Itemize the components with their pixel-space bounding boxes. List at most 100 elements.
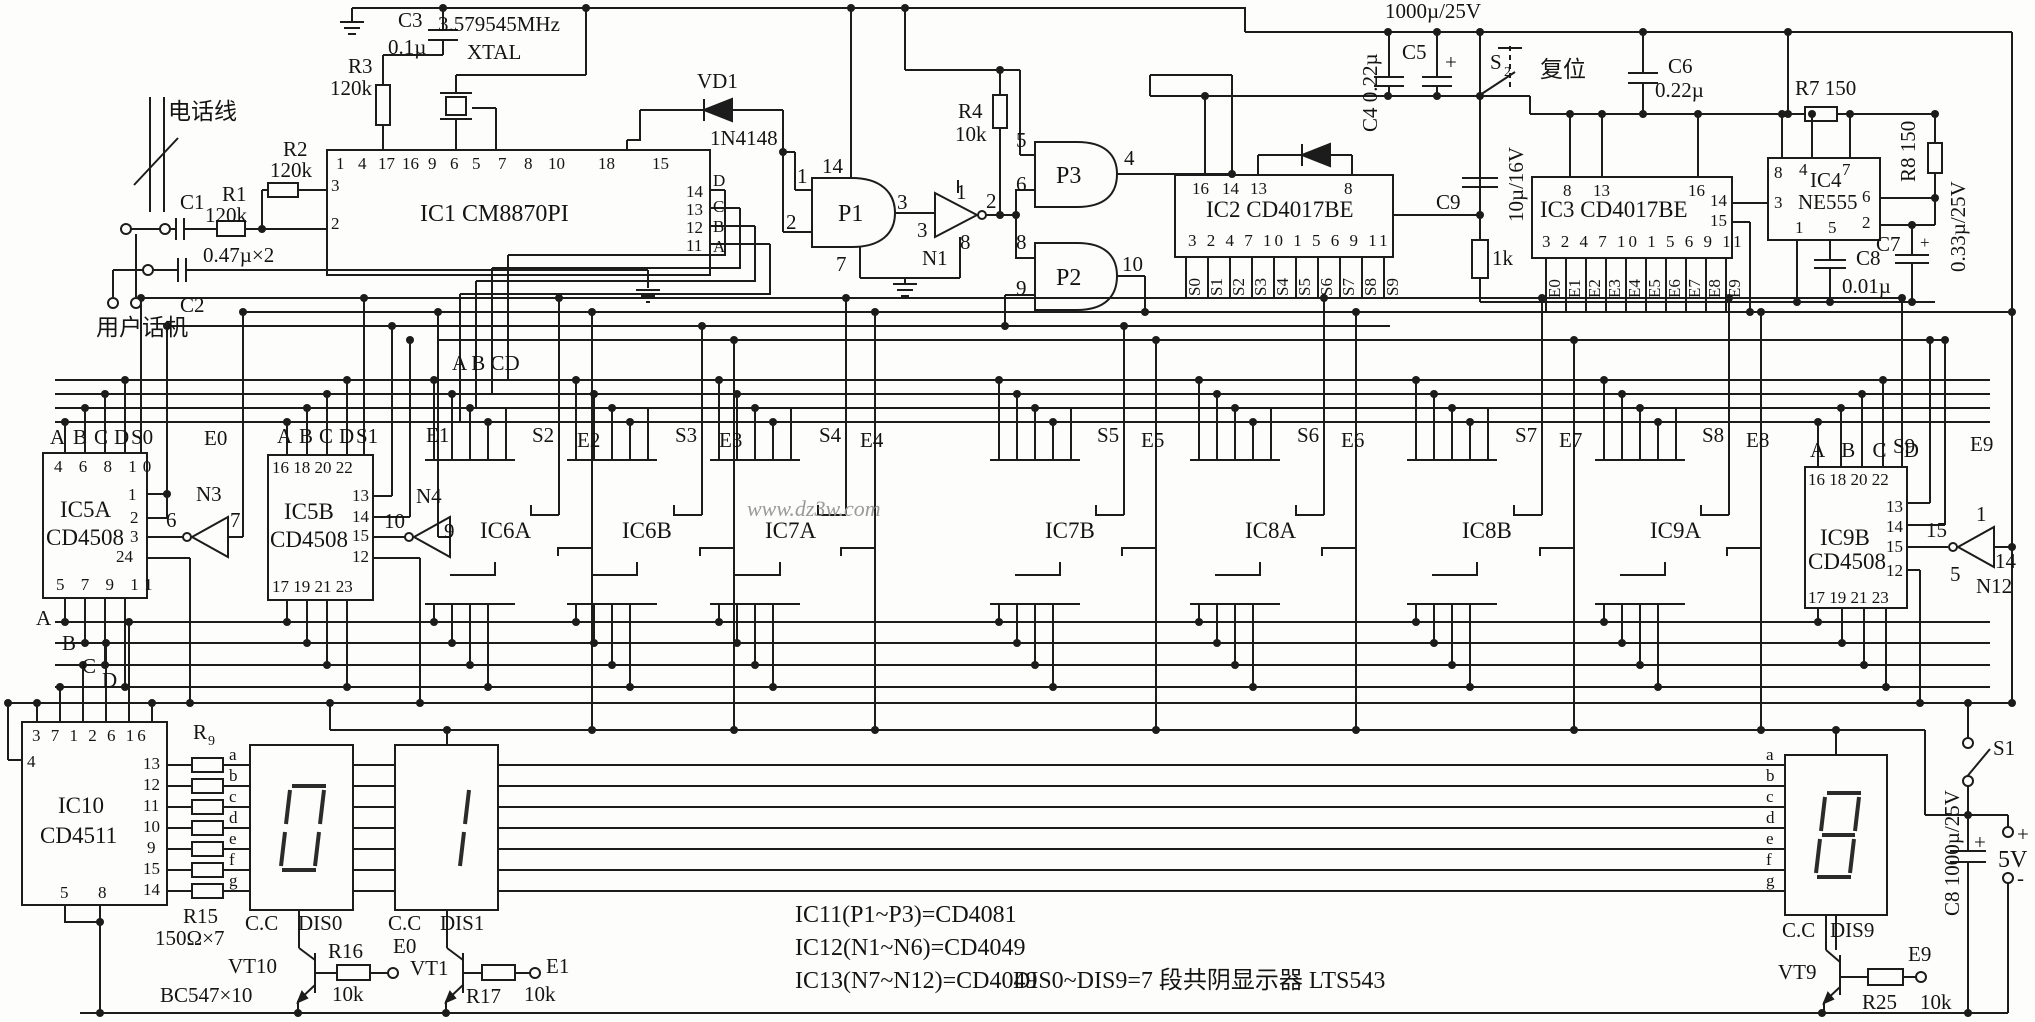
e4-label: E4 — [860, 428, 884, 452]
e9-terminal[interactable] — [1915, 971, 1927, 983]
n1-in: 3 — [917, 218, 928, 242]
ic1-box — [326, 149, 711, 276]
bottom-wires — [7, 622, 2009, 1014]
r25-value: 10k — [1920, 990, 1952, 1014]
seven-segment-digits — [279, 784, 1861, 879]
r15-value: 150Ω×7 — [155, 926, 225, 950]
s1-ref[interactable]: S1 — [1993, 736, 2016, 760]
ic2-s1: S1 — [1207, 278, 1226, 296]
crystal — [445, 96, 467, 116]
supply-5v: 5V — [1998, 847, 2028, 873]
seg-b-left: b — [229, 766, 238, 785]
e0-terminal[interactable] — [387, 967, 399, 979]
ic3-e7: E7 — [1685, 279, 1704, 298]
e2-label: E2 — [577, 428, 601, 452]
n12-name: N12 — [1976, 574, 2013, 598]
r7-label: R7 150 — [1795, 76, 1857, 100]
seg-f-right: f — [1766, 850, 1772, 869]
ic5b-s1: S1 — [356, 424, 379, 448]
c7-plus: + — [1920, 233, 1930, 252]
ic10-top-pins: 3 7 1 2 6 16 — [32, 726, 149, 745]
r4-ref: R4 — [958, 99, 983, 123]
supply-plus-terminal[interactable] — [2002, 826, 2014, 838]
section-ic9a — [1595, 298, 1762, 730]
e8-label: E8 — [1746, 428, 1770, 452]
ic2-title: IC2 CD4017BE — [1206, 197, 1354, 222]
n1-inverter — [934, 191, 980, 239]
note-ic12: IC12(N1~N6)=CD4049 — [795, 935, 1026, 961]
n4-in: 9 — [444, 519, 455, 543]
r25-ref: R25 — [1862, 990, 1898, 1014]
r2-ref: R2 — [283, 137, 308, 161]
ic10-pin14: 14 — [143, 880, 160, 899]
note-ic11: IC11(P1~P3)=CD4081 — [795, 902, 1017, 928]
ic2-diode — [1299, 142, 1331, 168]
ic3-title: IC3 CD4017BE — [1540, 197, 1688, 222]
p3-in1: 5 — [1016, 128, 1027, 152]
ic5b-pin12: 12 — [352, 547, 369, 566]
bus-row-c: C — [82, 654, 97, 678]
c6-value: 0.22µ — [1655, 78, 1704, 102]
s4-label: S4 — [819, 423, 842, 447]
c9-ref: C9 — [1436, 190, 1461, 214]
s2-ref[interactable]: S — [1490, 50, 1502, 74]
ic1-pin: 10 — [548, 154, 565, 173]
r3-value: 120k — [330, 76, 372, 100]
c5-ref: C5 — [1402, 40, 1427, 64]
handset-terminal-1[interactable] — [107, 297, 119, 309]
seg-c-left: c — [229, 787, 237, 806]
section-ic6a — [425, 298, 593, 730]
dis1-name: DIS1 — [440, 911, 485, 935]
phone-terminal-2[interactable] — [159, 223, 171, 235]
ic4-pin3: 3 — [1774, 193, 1783, 212]
ic2-s3: S3 — [1251, 278, 1270, 296]
handset-terminal-2[interactable] — [130, 297, 142, 309]
ic2-pin16: 16 — [1192, 179, 1209, 198]
section-ic7b — [990, 326, 1157, 730]
ic1-pin: 4 — [358, 154, 367, 173]
n12-inverter — [1955, 525, 1995, 569]
reset-label: 复位 — [1540, 57, 1586, 82]
phone-terminal-1[interactable] — [120, 223, 132, 235]
p2-and-gate — [1034, 242, 1119, 311]
seg-g-left: g — [229, 871, 238, 890]
supply-minus-terminal[interactable] — [2002, 872, 2014, 884]
dis9-name: DIS9 — [1830, 918, 1875, 942]
dis9-cc: C.C — [1782, 918, 1816, 942]
s3-label: S3 — [675, 423, 698, 447]
ic2-s2: S2 — [1229, 278, 1248, 296]
e1-terminal[interactable] — [529, 967, 541, 979]
ic5a-ref: IC5A — [60, 497, 112, 522]
ic10-box — [21, 721, 168, 906]
ic3-e1: E1 — [1565, 279, 1584, 298]
c3-ref: C3 — [398, 8, 423, 32]
ic5a-s0: S0 — [131, 425, 154, 449]
ic9b-ref: IC9B — [1820, 525, 1870, 550]
s1-contact-top[interactable] — [1962, 737, 1974, 749]
ic9b-part: CD4508 — [1808, 549, 1886, 574]
ic8a-label: IC8A — [1245, 518, 1297, 543]
rail-1000u-label: 1000µ/25V — [1385, 0, 1482, 23]
ic5a-part: CD4508 — [46, 525, 124, 550]
seg-b-right: b — [1766, 766, 1775, 785]
phone-terminal-3[interactable] — [142, 264, 154, 276]
ic9b-pin13: 13 — [1886, 497, 1903, 516]
ic1-pin: 16 — [402, 154, 419, 173]
watermark: www.dz3w.com — [747, 496, 881, 521]
ic1-pin: 17 — [378, 154, 395, 173]
xtal-frequency: 3.579545MHz — [438, 12, 560, 36]
s1-contact-bottom[interactable] — [1962, 775, 1974, 787]
ic5b-bottom-pins: 17 19 21 23 — [272, 577, 353, 596]
section-ic8a — [1190, 298, 1357, 730]
ic5b-d: D — [339, 424, 355, 448]
e5-label: E5 — [1141, 428, 1165, 452]
p2-name: P2 — [1056, 265, 1082, 291]
ic3-e5: E5 — [1645, 279, 1664, 298]
bus-row-b: B — [62, 631, 77, 655]
ic4-pin5: 5 — [1828, 218, 1837, 237]
p1-pin7: 7 — [836, 252, 847, 276]
e7-label: E7 — [1559, 428, 1583, 452]
ic9b-top-pins: 16 18 20 22 — [1808, 470, 1889, 489]
seg-g-right: g — [1766, 871, 1775, 890]
ic2-s9: S9 — [1383, 278, 1402, 296]
